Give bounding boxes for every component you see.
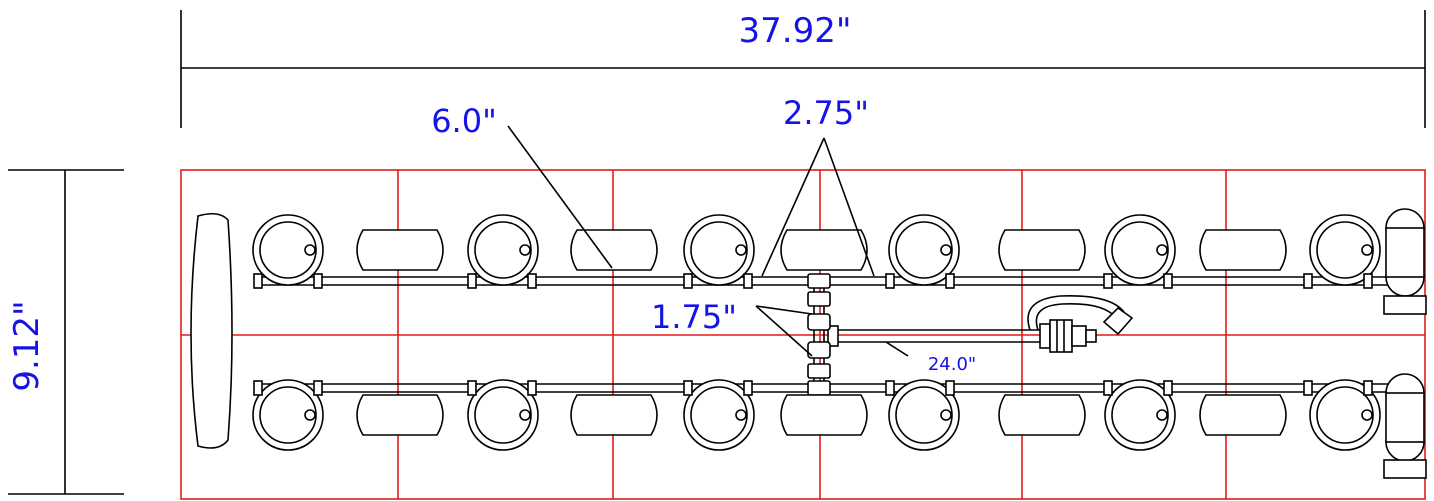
- pipe-coupling: [1363, 380, 1373, 396]
- right-end-cap-bottom: [1383, 373, 1427, 479]
- oval-burner: [780, 229, 868, 271]
- pipe-coupling: [683, 380, 693, 396]
- oval-burner: [1199, 394, 1287, 436]
- burner-circle: [683, 214, 755, 286]
- overall-width-label: 37.92": [739, 11, 852, 51]
- burner-circle: [888, 379, 960, 451]
- pipe-coupling: [1163, 273, 1173, 289]
- pipe-coupling: [253, 380, 263, 396]
- pipe-coupling: [467, 273, 477, 289]
- burner-circle: [1309, 379, 1381, 451]
- pipe-coupling: [527, 273, 537, 289]
- pipe-coupling: [743, 273, 753, 289]
- height-dimension: 9.12": [7, 169, 124, 495]
- pipe-coupling: [683, 273, 693, 289]
- oval-burner: [998, 229, 1086, 271]
- pipe-coupling: [313, 273, 323, 289]
- burner-circle: [252, 379, 324, 451]
- oval-burner: [1199, 229, 1287, 271]
- pipe-coupling: [885, 380, 895, 396]
- burner-circle: [888, 214, 960, 286]
- pipe-couplings: [253, 273, 1373, 396]
- pipe-coupling: [945, 380, 955, 396]
- oval-burner: [780, 394, 868, 436]
- oval-burner: [998, 394, 1086, 436]
- layout-grid: [180, 169, 1426, 500]
- feed-length-label: 24.0": [928, 354, 976, 375]
- riser-fittings: [807, 273, 831, 396]
- width-dimension: 37.92": [180, 10, 1426, 128]
- overall-height-label: 9.12": [7, 300, 47, 391]
- pipe-coupling: [1163, 380, 1173, 396]
- pipe-coupling: [743, 380, 753, 396]
- burner-circle: [252, 214, 324, 286]
- pipe-coupling: [1303, 273, 1313, 289]
- pipe-coupling: [253, 273, 263, 289]
- burner-circle: [683, 379, 755, 451]
- burner-spacing-label: 6.0": [431, 102, 497, 140]
- burner-circle: [467, 214, 539, 286]
- pipe-coupling: [313, 380, 323, 396]
- pipe-coupling: [945, 273, 955, 289]
- pipe-coupling: [1303, 380, 1313, 396]
- header-gap-label: 2.75": [783, 94, 869, 132]
- burner-circle: [1104, 214, 1176, 286]
- pipe-coupling: [1103, 380, 1113, 396]
- regulator-assembly: [1027, 295, 1134, 353]
- right-end-cap-top: [1383, 208, 1427, 315]
- oval-burner: [570, 394, 658, 436]
- burner-circle: [1104, 379, 1176, 451]
- oval-burners: [356, 229, 1287, 436]
- left-manifold-capsule: [190, 212, 233, 449]
- oval-burner: [356, 394, 444, 436]
- leader-lines: [507, 125, 909, 357]
- pipe-coupling: [1363, 273, 1373, 289]
- burner-circle: [467, 379, 539, 451]
- riser-gap-label: 1.75": [651, 298, 737, 336]
- pipe-coupling: [467, 380, 477, 396]
- pipe-coupling: [1103, 273, 1113, 289]
- burners: [252, 214, 1381, 451]
- pipe-coupling: [885, 273, 895, 289]
- oval-burner: [570, 229, 658, 271]
- oval-burner: [356, 229, 444, 271]
- pipe-coupling: [527, 380, 537, 396]
- burner-circle: [1309, 214, 1381, 286]
